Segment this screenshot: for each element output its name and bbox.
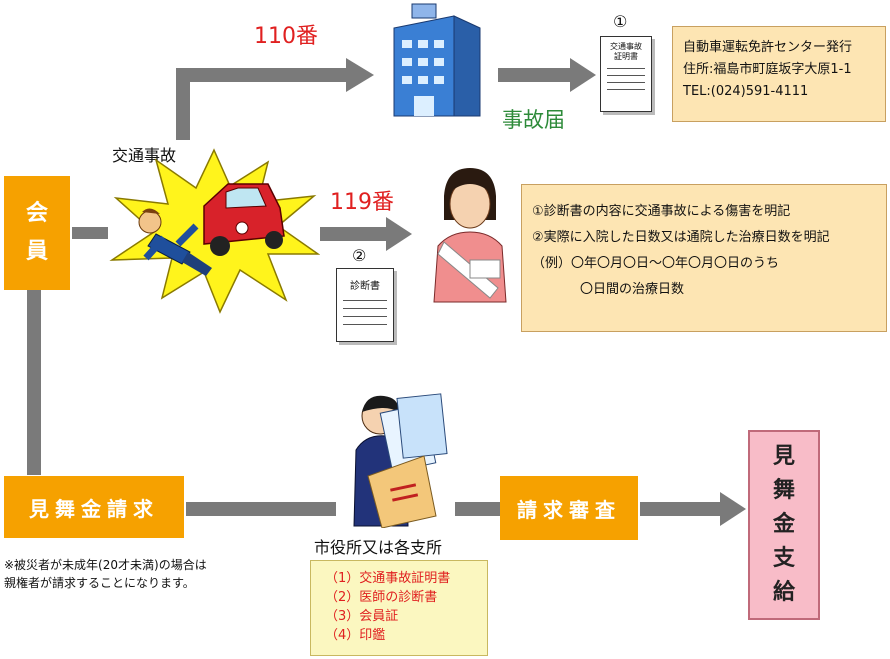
required-doc-item: （2）医師の診断書 (325, 590, 438, 605)
diagnosis-document: 診断書 (336, 268, 394, 342)
arrow-to-certificate (570, 58, 596, 92)
arrow-to-police (346, 58, 374, 92)
payment-box: 見 舞 金 支 給 (748, 430, 820, 620)
license-center-phone: TEL:(024)591-4111 (683, 84, 809, 99)
city-office-label: 市役所又は各支所 (314, 538, 443, 557)
police-building-icon (393, 3, 481, 117)
connector-accident-up (176, 68, 190, 140)
member-box: 会 員 (4, 176, 70, 290)
required-doc-item: （1）交通事故証明書 (325, 571, 451, 586)
required-doc-item: （3）会員証 (325, 609, 399, 624)
circled-number-2: ② (352, 246, 367, 265)
certificate-doc-text: 交通事故 証明書 (610, 42, 642, 61)
connector-119 (320, 227, 386, 241)
instruction-example: （例）〇年〇月〇日～〇年〇月〇日のうち (532, 256, 780, 271)
car-accident-illustration (109, 148, 320, 314)
instruction-example-days: 〇日間の治療日数 (580, 282, 685, 297)
minor-note-line-1: ※被災者が未成年(20才未満)の場合は (4, 558, 207, 572)
minor-claimant-note: ※被災者が未成年(20才未満)の場合は 親権者が請求することになります。 (4, 556, 207, 592)
accident-report-label: 事故届 (502, 108, 565, 132)
license-center-note: 自動車運転免許センター発行 住所:福島市町庭坂字大原1-1 TEL:(024)5… (672, 26, 886, 122)
instruction-days: ②実際に入院した日数又は通院した治療日数を明記 (532, 230, 830, 245)
review-box: 請求審査 (500, 476, 638, 540)
instruction-injury: ①診断書の内容に交通事故による傷害を明記 (532, 204, 791, 219)
accident-label: 交通事故 (112, 146, 177, 165)
claim-box: 見舞金請求 (4, 476, 184, 538)
connector-member-claim (27, 290, 41, 475)
diagnosis-instructions-note: ①診断書の内容に交通事故による傷害を明記 ②実際に入院した日数又は通院した治療日… (521, 184, 887, 332)
arrow-to-hospital (386, 217, 412, 251)
connector-office-review (455, 502, 500, 516)
diagnosis-doc-text: 診断書 (350, 281, 380, 292)
required-doc-item: （4）印鑑 (325, 628, 386, 643)
call-119-label: 119番 (330, 190, 394, 215)
call-110-label: 110番 (254, 24, 318, 49)
minor-note-line-2: 親権者が請求することになります。 (4, 576, 195, 590)
arrow-to-payment (720, 492, 746, 526)
injured-person-illustration (433, 168, 507, 303)
accident-certificate-document: 交通事故 証明書 (600, 36, 652, 112)
license-center-address: 住所:福島市町庭坂字大原1-1 (683, 62, 852, 77)
connector-110-horizontal (176, 68, 346, 82)
required-documents-box: （1）交通事故証明書 （2）医師の診断書 （3）会員証 （4）印鑑 (310, 560, 488, 656)
circled-number-1: ① (613, 12, 628, 31)
connector-review-payment (640, 502, 720, 516)
license-center-issuer: 自動車運転免許センター発行 (683, 40, 853, 55)
connector-member-accident (72, 227, 108, 239)
connector-report (498, 68, 570, 82)
connector-claim-office (186, 502, 336, 516)
payment-label: 見 舞 金 支 給 (772, 444, 795, 605)
city-office-clerk-illustration (353, 393, 448, 528)
